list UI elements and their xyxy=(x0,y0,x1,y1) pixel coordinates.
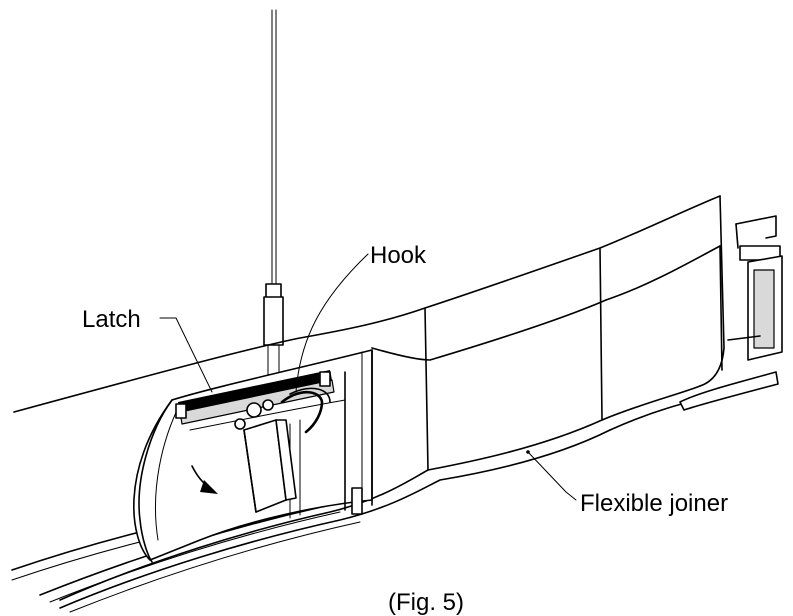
latch-label: Latch xyxy=(82,306,141,333)
flexible-joiner-leader-line xyxy=(527,451,577,501)
flexible-joiner-label: Flexible joiner xyxy=(580,490,728,517)
rotation-arrow xyxy=(191,465,218,494)
figure-caption: (Fig. 5) xyxy=(388,589,464,616)
latch-leader-line xyxy=(159,317,213,393)
hook-leader-line xyxy=(295,253,369,393)
end-bracket xyxy=(679,215,783,411)
hook-label: Hook xyxy=(370,242,427,269)
suspension-rod xyxy=(263,9,284,401)
leader-lines xyxy=(159,253,577,501)
hook-bracket xyxy=(234,387,331,513)
